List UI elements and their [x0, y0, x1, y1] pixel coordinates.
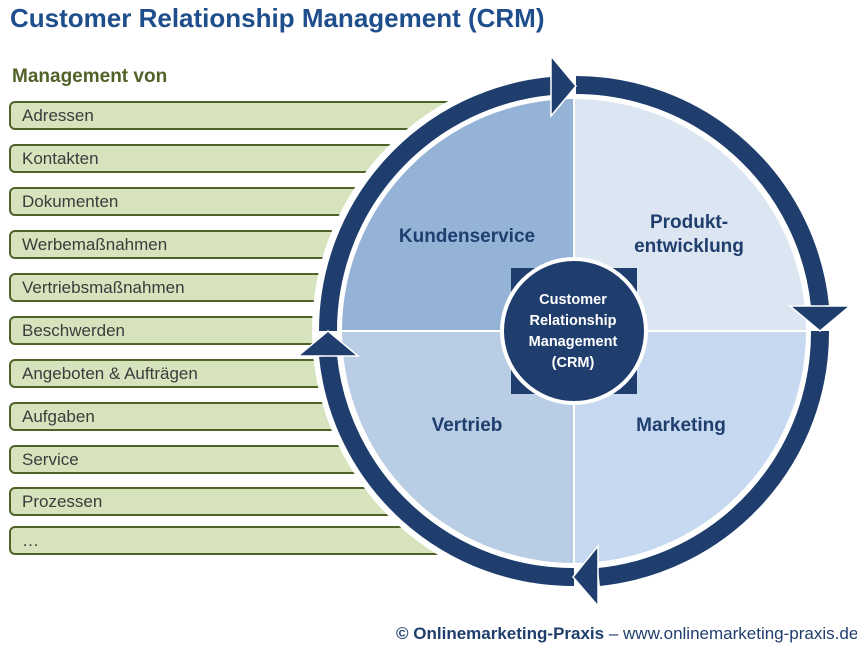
list-item-label: Adressen — [22, 106, 94, 125]
list-item-label: Service — [22, 450, 79, 469]
list-item-label: Aufgaben — [22, 407, 95, 426]
center-label-line: Management — [528, 334, 618, 350]
list-item-label: Werbemaßnahmen — [22, 235, 168, 254]
ring-arc-top-left — [319, 77, 552, 332]
list-item-label: Kontakten — [22, 149, 99, 168]
quadrant-label-produktentwicklung: Produkt- entwicklung — [606, 211, 772, 259]
quadrant-label-marketing: Marketing — [636, 415, 726, 436]
list-item-label: Prozessen — [22, 492, 103, 511]
list-item-label: Beschwerden — [22, 321, 126, 340]
quadrant-label-line: entwicklung — [634, 236, 744, 257]
list-heading: Management von — [12, 66, 168, 87]
footer-brand: Onlinemarketing-Praxis — [413, 624, 605, 643]
list-item-label: Dokumenten — [22, 192, 119, 211]
footer-credit: © Onlinemarketing-Praxis – www.onlinemar… — [396, 624, 857, 644]
arrow-down-icon — [787, 305, 853, 332]
ring-arc-bottom-right — [598, 330, 830, 586]
center-circle — [500, 257, 648, 405]
ring-arc-bottom-left — [319, 355, 575, 587]
copyright-symbol: © — [396, 624, 409, 643]
list-item-label: Angeboten & Aufträgen — [22, 364, 198, 383]
center-label: Customer Relationship Management (CRM) — [505, 290, 641, 374]
quadrant-label-kundenservice: Kundenservice — [398, 226, 536, 247]
footer-url: – www.onlinemarketing-praxis.de — [604, 624, 857, 643]
arrow-right-icon — [550, 53, 577, 119]
list-item-label: … — [22, 531, 39, 550]
list-item-label: Vertriebsmaßnahmen — [22, 278, 185, 297]
ring-arc-top-right — [575, 76, 829, 307]
center-label-line: (CRM) — [551, 355, 595, 371]
quadrant-label-line: Produkt- — [649, 212, 729, 233]
center-label-line: Customer — [539, 292, 607, 308]
quadrant-label-vertrieb: Vertrieb — [431, 415, 503, 436]
arrow-up-icon — [295, 330, 361, 357]
page-title: Customer Relationship Management (CRM) — [10, 3, 545, 33]
center-label-line: Relationship — [529, 313, 617, 329]
arrow-left-icon — [572, 543, 599, 609]
